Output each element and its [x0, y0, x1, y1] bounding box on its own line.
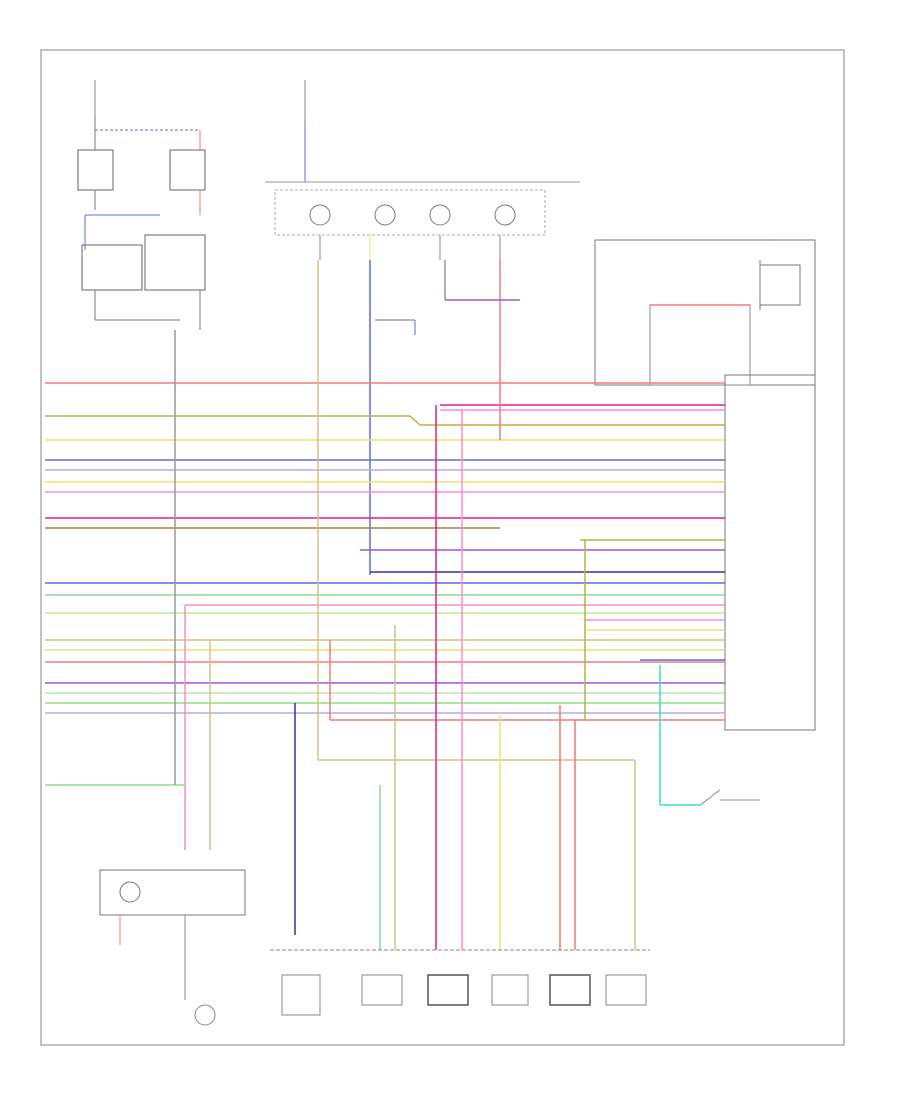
solenoid-2: [427, 974, 469, 1006]
fuse-box-left: [77, 80, 206, 330]
tcm-connector: [724, 374, 816, 731]
fuse-box-center: [265, 80, 580, 183]
stop-lamp-switch: [699, 789, 760, 806]
tcm-upper-module: [594, 239, 816, 386]
solenoid-4: [549, 974, 591, 1006]
solenoid-5: [605, 974, 647, 1006]
wire-bus: [45, 382, 725, 786]
inhibitor-switch: [99, 869, 246, 1026]
diagram-frame: [40, 49, 845, 1046]
vertical-drops: [174, 260, 700, 950]
solenoid-1: [361, 974, 403, 1006]
shift-lock-relay: [274, 189, 546, 575]
solenoid-3: [491, 974, 529, 1006]
solenoid-row: [270, 949, 650, 1016]
